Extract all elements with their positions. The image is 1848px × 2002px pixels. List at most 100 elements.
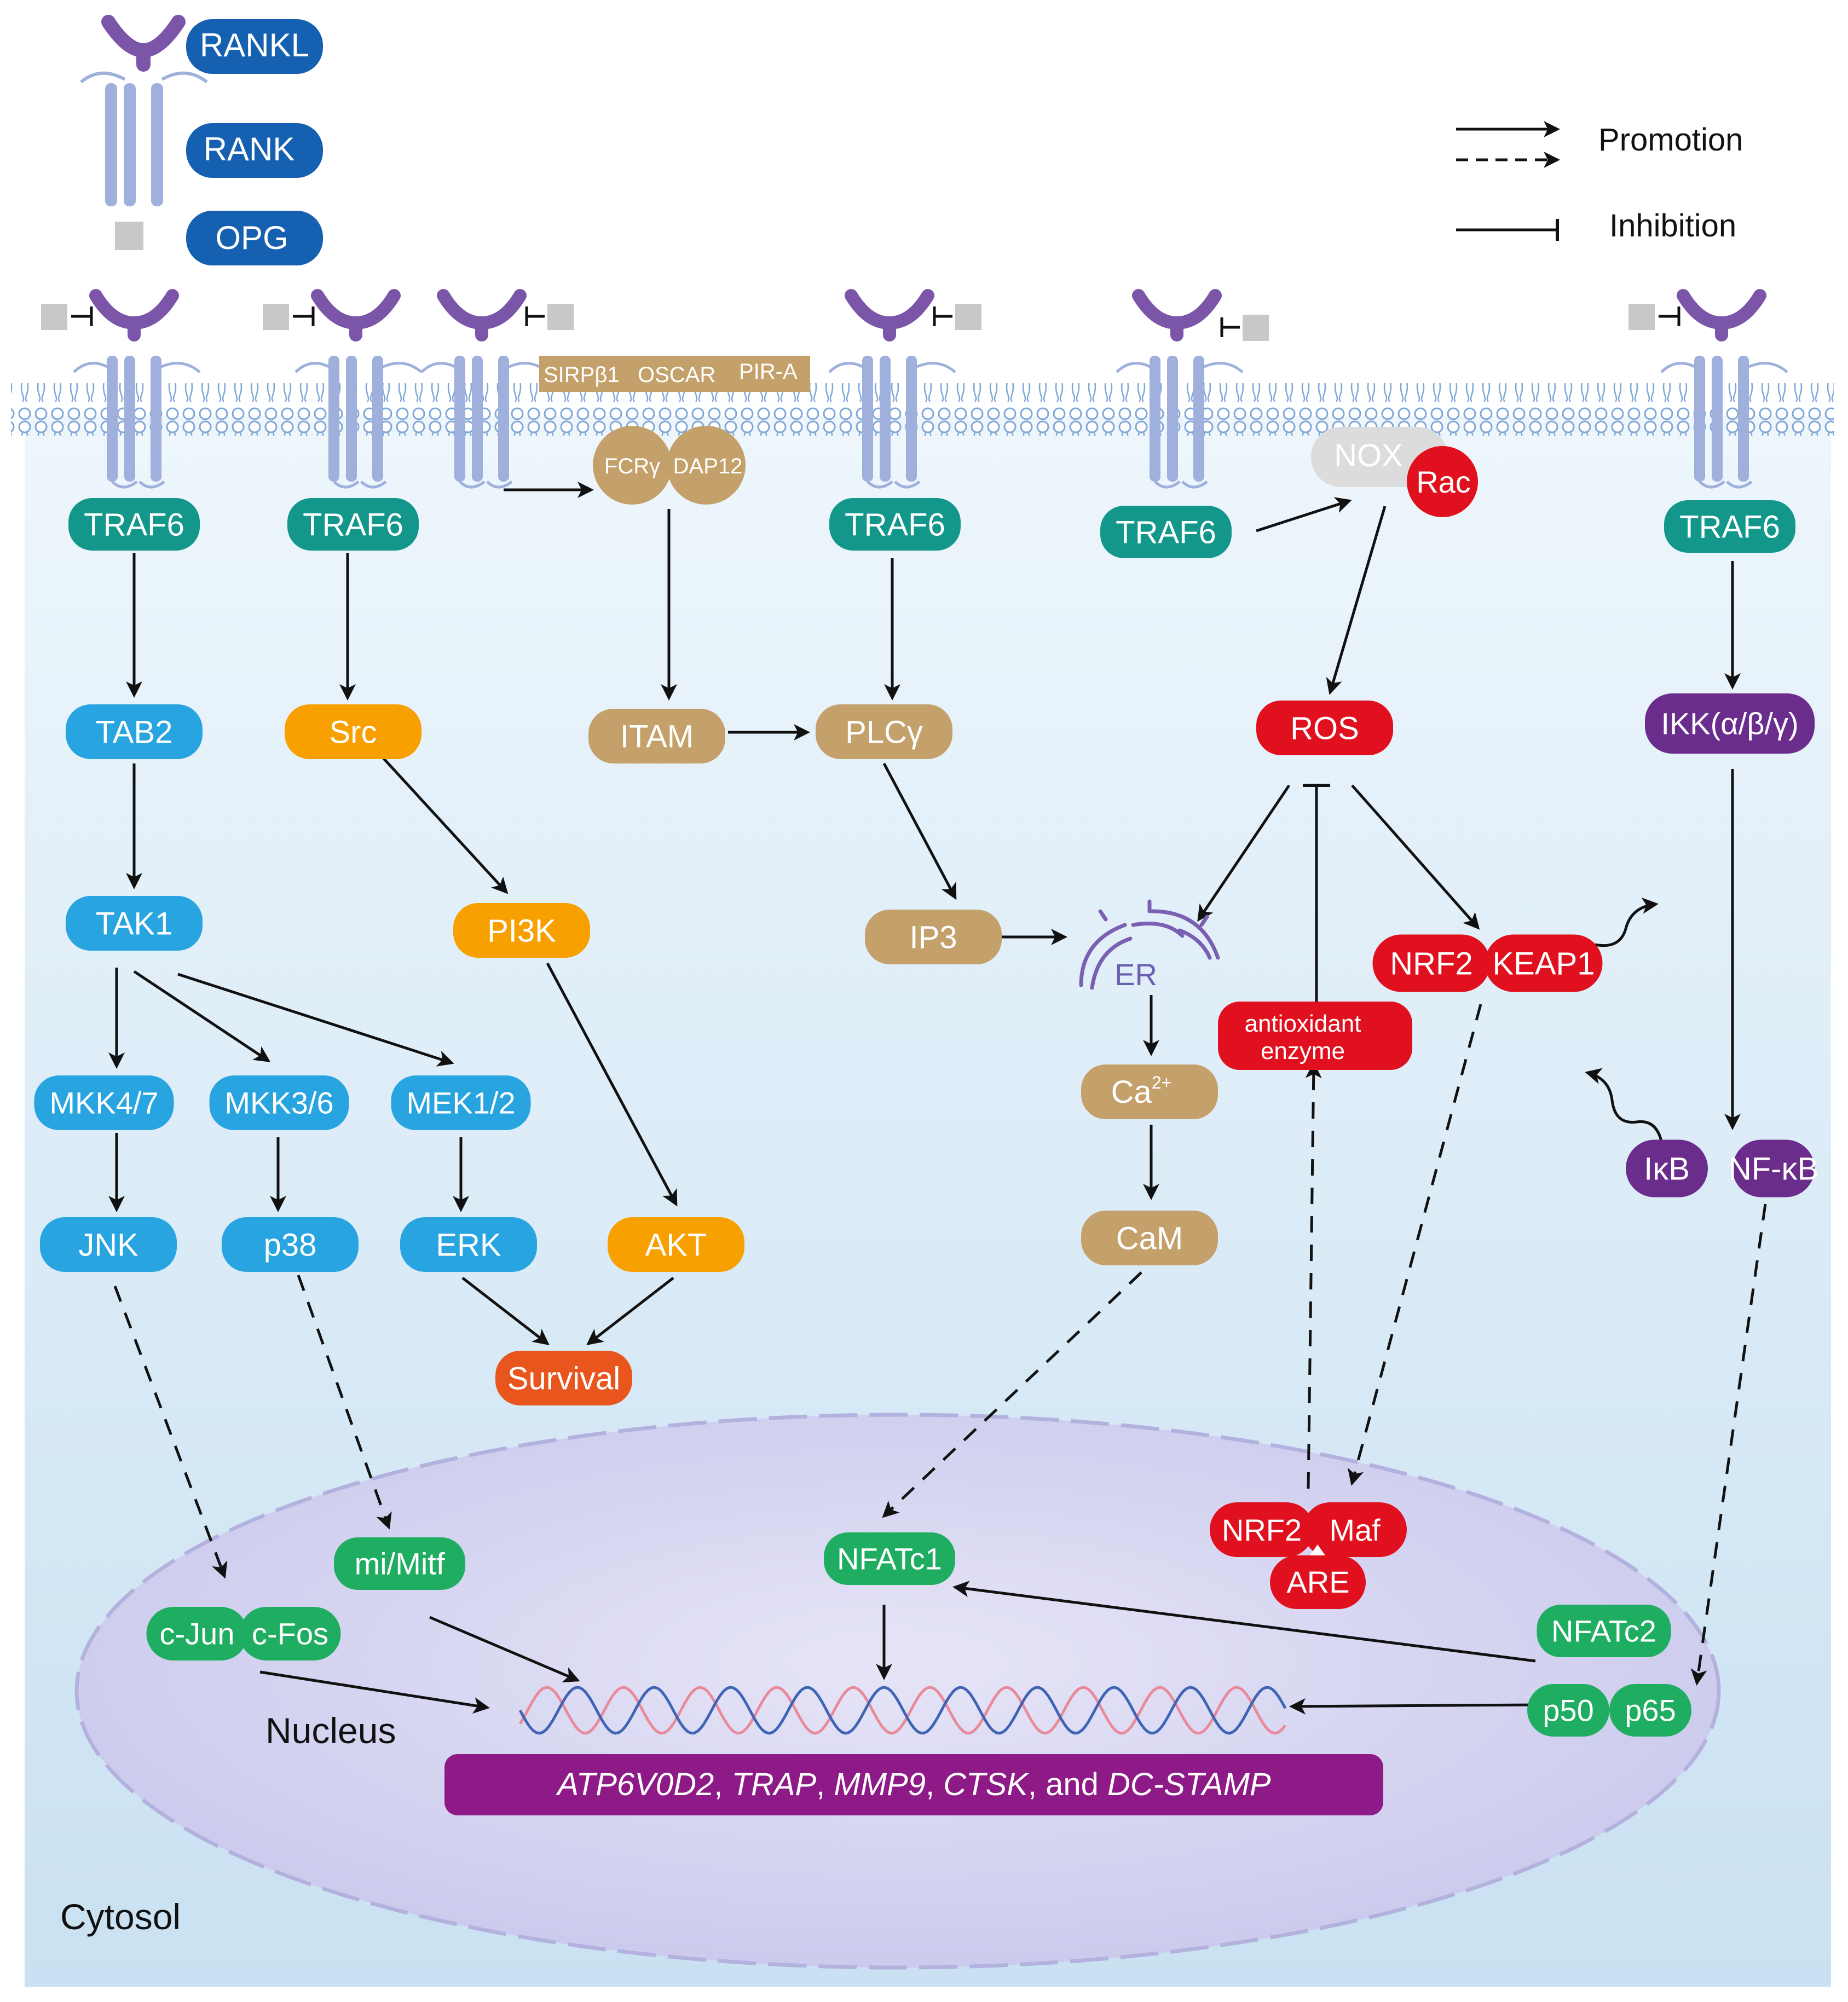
itam-node-label: ITAM xyxy=(620,719,694,754)
dashed-keap1-nrf2maf xyxy=(1347,1004,1482,1486)
dashed-arrows xyxy=(113,1004,1767,1686)
mkk47-node: MKK4/7 xyxy=(34,1075,174,1130)
arrow-ros-keap1 xyxy=(1351,784,1480,930)
ros-node-label: ROS xyxy=(1290,710,1359,746)
nfatc2-node: NFATc2 xyxy=(1537,1605,1671,1657)
p50-p65-complex-p65: p65 xyxy=(1625,1693,1676,1728)
costim-receptor-bar xyxy=(539,356,810,392)
arrow-mitf-dna xyxy=(429,1616,580,1683)
cjun-cfos-complex-cfos: c-Fos xyxy=(252,1617,328,1651)
gene-sep: , xyxy=(816,1767,834,1802)
ip3-node-label: IP3 xyxy=(909,919,957,955)
akt-node: AKT xyxy=(608,1217,744,1272)
are-label: ARE xyxy=(1286,1565,1349,1599)
dap12-node xyxy=(667,426,746,505)
opg-decoy-icon xyxy=(1628,304,1680,330)
nucleus-region xyxy=(74,1413,1721,1970)
nrf2-nuclear-label: NRF2 xyxy=(1222,1513,1302,1547)
arrow-cjun-dna xyxy=(259,1670,490,1714)
arrow-nfatc2-nfatc1 xyxy=(952,1581,1536,1663)
dna-strand-red xyxy=(518,1686,1286,1735)
opg-decoy-icon xyxy=(525,304,574,330)
src-node: Src xyxy=(285,704,421,759)
rankl-ligand-icon xyxy=(845,289,934,342)
nfatc1-node: NFATc1 xyxy=(824,1532,955,1585)
dashed-nfkb-p50p65 xyxy=(1690,1203,1767,1686)
rankl-ligand-icon xyxy=(1677,289,1766,342)
tak1-node: TAK1 xyxy=(66,896,203,951)
ikb-nfkb-complex-ikb: IκB xyxy=(1644,1151,1690,1187)
mkk47-node-label: MKK4/7 xyxy=(49,1086,158,1120)
ca-base: Ca xyxy=(1111,1074,1152,1110)
receptor-1 xyxy=(41,289,201,489)
legend-rankl-label: RANKL xyxy=(200,27,309,63)
traf6-node-5: TRAF6 xyxy=(1664,500,1795,553)
mitf-node-label: mi/Mitf xyxy=(355,1547,445,1581)
oscar-label: OSCAR xyxy=(638,363,715,387)
gene-atp6v0d2: ATP6V0D2 xyxy=(556,1767,714,1802)
fcrg-label: FCRγ xyxy=(604,454,660,478)
arrow-akt-survival xyxy=(586,1277,674,1346)
tak1-node-label: TAK1 xyxy=(96,906,173,941)
traf6-node-4: TRAF6 xyxy=(1100,506,1232,558)
p50-p65-complex: p50 p65 xyxy=(1527,1684,1691,1737)
traf6-node-2: TRAF6 xyxy=(287,498,419,551)
legend-opg-label: OPG xyxy=(215,219,288,256)
mkk36-node: MKK3/6 xyxy=(209,1075,349,1130)
rankl-ligand-icon xyxy=(89,289,179,342)
receptor-2 xyxy=(263,289,423,489)
target-genes-text: ATP6V0D2, TRAP, MMP9, CTSK, and DC-STAMP xyxy=(556,1767,1271,1802)
legend-opg-pill xyxy=(186,211,323,265)
opg-decoy-icon xyxy=(263,304,315,330)
traf6-node-3-label: TRAF6 xyxy=(845,507,945,542)
plcg-node: PLCγ xyxy=(816,704,952,759)
receptor-legend: RANKL RANK OPG xyxy=(80,15,323,265)
ca-label: Ca2+ xyxy=(1111,1073,1172,1110)
legend-rank-label: RANK xyxy=(204,131,295,167)
gene-sep: , xyxy=(714,1767,731,1802)
cell-membrane xyxy=(11,383,1834,436)
inhibition-antiox-ros xyxy=(1303,784,1330,1012)
nrf2-keap1-complex-nrf2_cyto: NRF2 xyxy=(1390,946,1472,981)
squiggle-ikb-release xyxy=(1585,1068,1663,1142)
p38-node-label: p38 xyxy=(264,1227,317,1263)
arrow-legend: Promotion Inhibition xyxy=(1456,121,1743,244)
nrf2-keap1-complex-keap1: KEAP1 xyxy=(1493,946,1595,981)
traf6-node-1-label: TRAF6 xyxy=(84,507,184,542)
legend-opg-icon xyxy=(115,222,143,250)
receptor-4 xyxy=(828,289,981,489)
ip3-node: IP3 xyxy=(865,910,1002,964)
cam-node-label: CaM xyxy=(1116,1220,1183,1256)
sirpb1-label: SIRPβ1 xyxy=(544,363,620,387)
jnk-node: JNK xyxy=(40,1217,177,1272)
erk-node: ERK xyxy=(400,1217,537,1272)
nfatc1-node-label: NFATc1 xyxy=(837,1542,942,1576)
rankl-ligand-icon xyxy=(437,289,527,342)
legend-promotion-label: Promotion xyxy=(1598,122,1743,158)
arrow-nox-ros xyxy=(1326,506,1387,695)
dna-strand-blue xyxy=(518,1686,1287,1735)
traf6-node-5-label: TRAF6 xyxy=(1679,509,1780,545)
dna-helix xyxy=(518,1686,1287,1735)
traf6-node-4-label: TRAF6 xyxy=(1116,514,1216,550)
tab2-node: TAB2 xyxy=(66,704,203,759)
gene-trap: TRAP xyxy=(731,1767,816,1802)
tab2-node-label: TAB2 xyxy=(96,714,173,750)
er-label: ER xyxy=(1114,957,1157,992)
arrow-ros-er xyxy=(1197,784,1291,922)
arrow-tak1-mek12 xyxy=(177,973,454,1067)
fcrg-node xyxy=(593,426,672,505)
p50-p65-complex-p50: p50 xyxy=(1543,1693,1593,1728)
cam-node: CaM xyxy=(1081,1211,1218,1265)
arrow-traf6-nox xyxy=(1256,497,1352,533)
rankl-ligand-icon xyxy=(1132,289,1222,342)
nrf2-keap1-complex: NRF2 KEAP1 xyxy=(1372,934,1603,992)
rac-label: Rac xyxy=(1416,465,1471,499)
dashed-nrf2maf-antiox xyxy=(1305,1062,1322,1489)
src-node-label: Src xyxy=(330,714,377,750)
arrow-tak1-mkk36 xyxy=(133,970,271,1062)
plcg-node-label: PLCγ xyxy=(845,714,923,750)
